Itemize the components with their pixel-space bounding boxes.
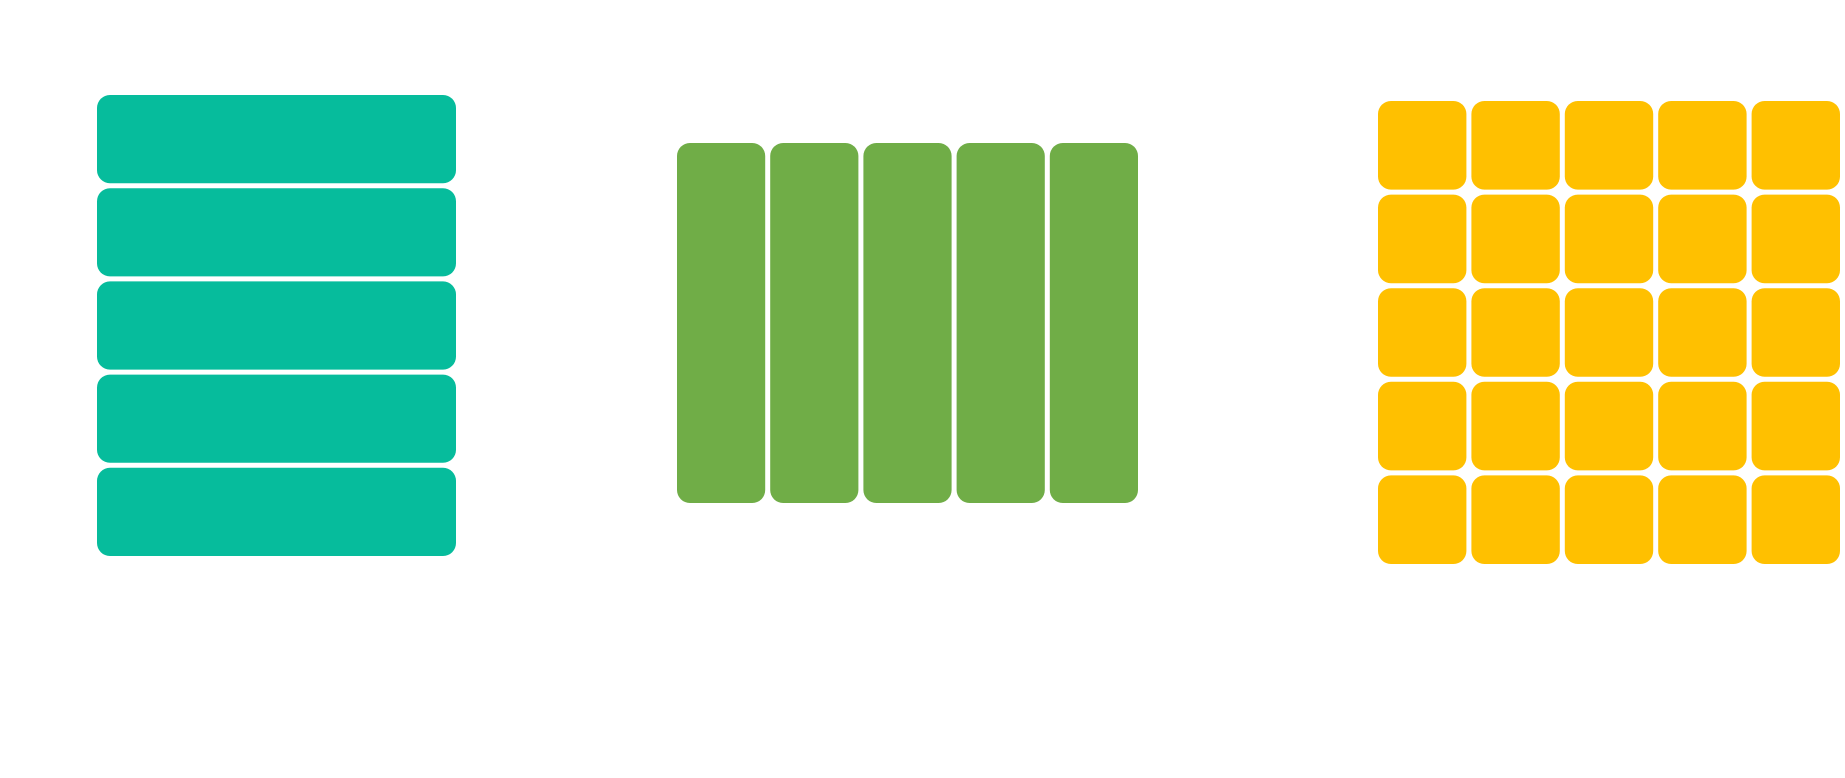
grid-cell-r1-c5 — [1751, 101, 1840, 190]
grid-cell-r2-c5 — [1751, 194, 1840, 284]
grid-cell-r4-c1 — [1378, 381, 1467, 471]
grid-cell-r4-c2 — [1471, 381, 1560, 471]
grid-cell-r1-c2 — [1471, 101, 1560, 190]
columns-cell-r1-c2 — [770, 143, 859, 503]
rows-model — [97, 95, 456, 556]
grid-cell-r3-c1 — [1378, 288, 1467, 377]
columns-model — [677, 143, 1138, 503]
grid-cell-r1-c4 — [1658, 101, 1747, 190]
rows-cell-r5-c1 — [97, 467, 456, 556]
rows-cell-r4-c1 — [97, 374, 456, 463]
grid-cell-r5-c4 — [1658, 475, 1747, 564]
grid-cell-r3-c5 — [1751, 288, 1840, 377]
grid-cell-r2-c1 — [1378, 194, 1467, 284]
grid-cell-r5-c3 — [1564, 475, 1654, 564]
rows-cell-r1-c1 — [97, 95, 456, 184]
grid-cell-r5-c1 — [1378, 475, 1467, 564]
grid-cell-r4-c5 — [1751, 381, 1840, 471]
grid-cell-r5-c2 — [1471, 475, 1560, 564]
grid-model — [1378, 101, 1840, 564]
columns-cell-r1-c4 — [956, 143, 1045, 503]
grid-cell-r3-c2 — [1471, 288, 1560, 377]
rows-cell-r3-c1 — [97, 281, 456, 370]
columns-cell-r1-c1 — [677, 143, 766, 503]
grid-cell-r5-c5 — [1751, 475, 1840, 564]
grid-cell-r4-c3 — [1564, 381, 1654, 471]
grid-cell-r3-c3 — [1564, 288, 1654, 377]
grid-cell-r2-c3 — [1564, 194, 1654, 284]
columns-cell-r1-c3 — [863, 143, 952, 503]
grid-cell-r1-c3 — [1564, 101, 1654, 190]
rows-cell-r2-c1 — [97, 188, 456, 277]
grid-cell-r1-c1 — [1378, 101, 1467, 190]
columns-cell-r1-c5 — [1049, 143, 1138, 503]
grid-cell-r3-c4 — [1658, 288, 1747, 377]
grid-cell-r2-c2 — [1471, 194, 1560, 284]
grid-cell-r2-c4 — [1658, 194, 1747, 284]
grid-cell-r4-c4 — [1658, 381, 1747, 471]
